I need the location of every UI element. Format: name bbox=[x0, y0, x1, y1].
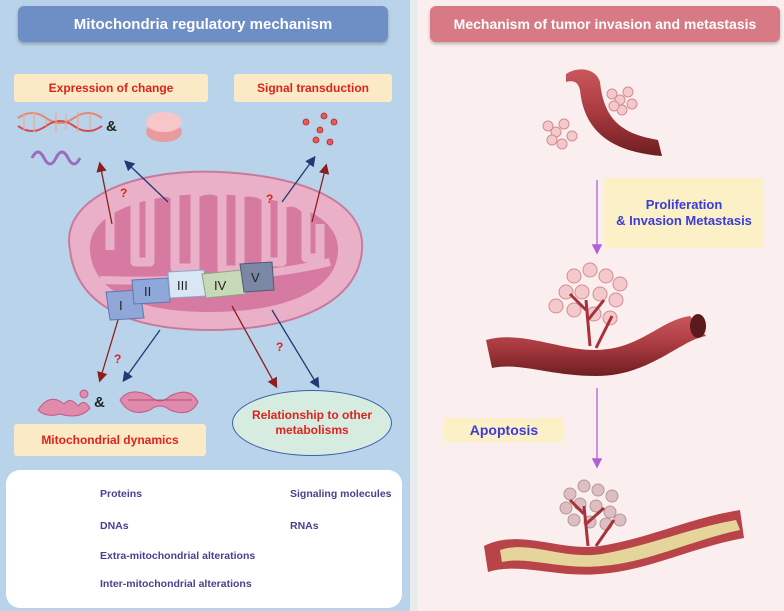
question-expression: ? bbox=[120, 186, 128, 200]
tag-expression: Expression of change bbox=[14, 74, 208, 102]
tag-dynamics: Mitochondrial dynamics bbox=[14, 424, 206, 456]
complex-II-label: II bbox=[144, 284, 151, 299]
complex-IV-label: IV bbox=[214, 278, 227, 293]
mitochondrial-fusion-icon bbox=[119, 391, 199, 414]
tag-signal: Signal transduction bbox=[234, 74, 392, 102]
legend-signaling: Signaling molecules bbox=[290, 488, 392, 500]
complex-V-label: V bbox=[251, 270, 260, 285]
proliferation-line1: Proliferation bbox=[645, 197, 723, 212]
proliferation-box: Proliferation& Invasion Metastasis bbox=[604, 178, 764, 248]
arrow-extra-signal bbox=[281, 155, 316, 203]
respiratory-complexes: I II III IV V bbox=[105, 261, 275, 321]
arrow-inter-expression bbox=[96, 161, 113, 225]
legend-dnas: DNAs bbox=[100, 520, 129, 532]
proliferation-line2: & Invasion Metastasis bbox=[616, 213, 752, 228]
question-signal: ? bbox=[266, 192, 274, 206]
relationship-line1: Relationship to other bbox=[252, 408, 372, 422]
relationship-line2: metabolisms bbox=[275, 423, 349, 437]
tumor-vessel-top bbox=[542, 69, 662, 156]
arrow-extra-expression bbox=[124, 160, 169, 203]
left-title: Mitochondria regulatory mechanism bbox=[18, 6, 388, 42]
apoptosis-box: Apoptosis bbox=[444, 418, 564, 442]
question-relationship: ? bbox=[276, 340, 284, 354]
tumor-vessel-bottom bbox=[484, 479, 744, 575]
complex-I-label: I bbox=[119, 298, 123, 313]
protein-icon bbox=[146, 112, 182, 142]
legend-rnas: RNAs bbox=[290, 520, 319, 532]
question-dynamics: ? bbox=[114, 352, 122, 366]
tumor-vessel-middle bbox=[486, 262, 706, 376]
arrow-inter-dynamics bbox=[97, 319, 119, 383]
arrow-extra-dynamics bbox=[122, 329, 161, 383]
panel-divider bbox=[410, 0, 418, 611]
arrow-inter-relationship bbox=[231, 305, 278, 389]
rna-icon bbox=[30, 150, 82, 166]
arrow-extra-relationship bbox=[271, 309, 320, 389]
mitochondrial-fission-icon bbox=[37, 389, 91, 417]
arrow-inter-signal bbox=[311, 163, 330, 223]
amp-expression-text: & bbox=[106, 118, 117, 135]
legend-extra: Extra-mitochondrial alterations bbox=[100, 550, 256, 562]
complex-III-label: III bbox=[177, 278, 188, 293]
amp-dynamics-text: & bbox=[94, 394, 105, 411]
legend-inter: Inter-mitochondrial alterations bbox=[100, 578, 252, 590]
legend-box bbox=[6, 470, 402, 608]
dna-icon bbox=[17, 112, 103, 132]
signaling-molecules-icon bbox=[302, 112, 338, 146]
right-title: Mechanism of tumor invasion and metastas… bbox=[430, 6, 780, 42]
legend-proteins: Proteins bbox=[100, 488, 143, 500]
